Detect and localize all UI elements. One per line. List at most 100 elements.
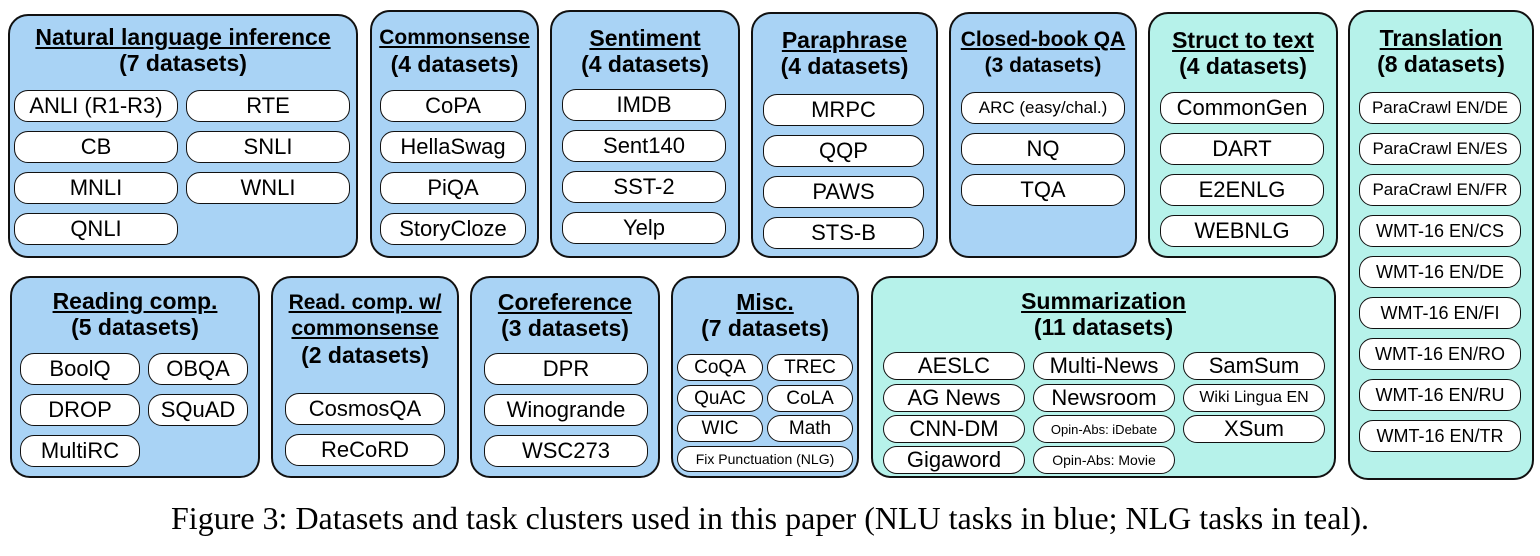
dataset-pill: CoPA <box>380 90 526 122</box>
cluster-title: Sentiment <box>589 25 701 51</box>
dataset-pill: HellaSwag <box>380 131 526 163</box>
dataset-pill: WSC273 <box>484 435 648 467</box>
dataset-pill: SamSum <box>1183 352 1325 380</box>
dataset-pill: SST-2 <box>562 171 726 203</box>
dataset-pill: TREC <box>767 354 853 381</box>
cluster-count: (7 datasets) <box>119 50 247 76</box>
dataset-pill: Wiki Lingua EN <box>1183 384 1325 412</box>
cluster-count: (4 datasets) <box>780 53 909 79</box>
dataset-pill: TQA <box>961 174 1125 206</box>
cluster-struct-to-text: Struct to text (4 datasets) CommonGen DA… <box>1148 12 1338 258</box>
cluster-misc: Misc. (7 datasets) CoQA TREC QuAC CoLA W… <box>671 276 859 478</box>
dataset-pill: AESLC <box>883 352 1025 380</box>
cluster-translation: Translation (8 datasets) ParaCrawl EN/DE… <box>1348 10 1534 480</box>
dataset-pill: WEBNLG <box>1160 215 1324 247</box>
dataset-pill: ANLI (R1-R3) <box>14 90 178 122</box>
cluster-count: (11 datasets) <box>1033 314 1174 340</box>
dataset-pill: WMT-16 EN/CS <box>1359 215 1521 247</box>
cluster-title: Misc. <box>736 289 794 315</box>
dataset-pill: OBQA <box>148 353 248 385</box>
dataset-pill: CNN-DM <box>883 415 1025 443</box>
cluster-title: Read. comp. w/ commonsense <box>288 291 442 340</box>
dataset-pill: AG News <box>883 384 1025 412</box>
dataset-pill: QNLI <box>14 213 178 245</box>
dataset-pill: XSum <box>1183 415 1325 443</box>
figure-caption: Figure 3: Datasets and task clusters use… <box>171 500 1369 536</box>
dataset-pill: BoolQ <box>20 353 140 385</box>
cluster-read-comp-commonsense: Read. comp. w/ commonsense (2 datasets) … <box>271 276 459 478</box>
dataset-pill: ParaCrawl EN/DE <box>1359 92 1521 124</box>
cluster-closed-book-qa: Closed-book QA (3 datasets) ARC (easy/ch… <box>949 12 1137 258</box>
dataset-pill: WMT-16 EN/TR <box>1359 420 1521 452</box>
dataset-pill: STS-B <box>763 217 924 249</box>
cluster-count: (2 datasets) <box>301 342 429 368</box>
dataset-pill: ARC (easy/chal.) <box>961 92 1125 124</box>
cluster-paraphrase: Paraphrase (4 datasets) MRPC QQP PAWS ST… <box>751 12 938 258</box>
dataset-pill: Multi-News <box>1033 352 1175 380</box>
dataset-pill: PiQA <box>380 172 526 204</box>
cluster-sentiment: Sentiment (4 datasets) IMDB Sent140 SST-… <box>550 10 740 258</box>
dataset-pill: CommonGen <box>1160 92 1324 124</box>
dataset-pill: IMDB <box>562 89 726 121</box>
dataset-pill: DPR <box>484 353 648 385</box>
dataset-pill: SQuAD <box>148 394 248 426</box>
cluster-coreference: Coreference (3 datasets) DPR Winogrande … <box>470 276 660 478</box>
cluster-title: Reading comp. <box>52 288 218 314</box>
cluster-count: (8 datasets) <box>1377 51 1505 77</box>
dataset-pill: Winogrande <box>484 394 648 426</box>
dataset-pill: Opin-Abs: Movie <box>1033 446 1175 474</box>
dataset-pill: MRPC <box>763 94 924 126</box>
cluster-title: Commonsense <box>379 26 530 49</box>
dataset-pill: Fix Punctuation (NLG) <box>677 446 853 472</box>
dataset-pill: MNLI <box>14 172 178 204</box>
dataset-pill: ParaCrawl EN/FR <box>1359 174 1521 206</box>
dataset-pill: Sent140 <box>562 130 726 162</box>
dataset-pill: Yelp <box>562 212 726 244</box>
dataset-pill: E2ENLG <box>1160 174 1324 206</box>
dataset-pill: WIC <box>677 415 763 442</box>
cluster-count: (3 datasets) <box>984 54 1102 77</box>
dataset-pill: RTE <box>186 90 350 122</box>
dataset-pill: Math <box>767 415 853 442</box>
dataset-pill: CoLA <box>767 385 853 412</box>
cluster-title: Closed-book QA <box>960 28 1126 51</box>
cluster-title: Translation <box>1379 25 1503 51</box>
cluster-title: Struct to text <box>1172 27 1314 53</box>
dataset-pill: Opin-Abs: iDebate <box>1033 415 1175 443</box>
dataset-pill: CosmosQA <box>285 393 445 425</box>
cluster-title: Coreference <box>497 289 633 315</box>
cluster-summarization: Summarization (11 datasets) AESLC Multi-… <box>871 276 1336 478</box>
dataset-pill: ParaCrawl EN/ES <box>1359 133 1521 165</box>
dataset-pill: QuAC <box>677 385 763 412</box>
dataset-pill: CoQA <box>677 354 763 381</box>
cluster-count: (4 datasets) <box>390 51 519 77</box>
cluster-count: (4 datasets) <box>1179 53 1307 79</box>
cluster-nli: Natural language inference (7 datasets) … <box>8 14 358 258</box>
dataset-pill: PAWS <box>763 176 924 208</box>
dataset-pill: WMT-16 EN/RO <box>1359 338 1521 370</box>
dataset-pill: Newsroom <box>1033 384 1175 412</box>
cluster-title: Natural language inference <box>35 24 331 50</box>
dataset-pill: MultiRC <box>20 435 140 467</box>
cluster-title: Paraphrase <box>781 27 908 53</box>
dataset-pill: CB <box>14 131 178 163</box>
cluster-title: Summarization <box>1021 288 1186 314</box>
dataset-pill: DROP <box>20 394 140 426</box>
cluster-count: (5 datasets) <box>71 314 199 340</box>
dataset-pill: DART <box>1160 133 1324 165</box>
cluster-reading-comp: Reading comp. (5 datasets) BoolQ OBQA DR… <box>10 276 260 478</box>
dataset-pill: QQP <box>763 135 924 167</box>
dataset-pill: NQ <box>961 133 1125 165</box>
dataset-pill: WMT-16 EN/DE <box>1359 256 1521 288</box>
cluster-count: (3 datasets) <box>501 315 629 341</box>
dataset-pill: WNLI <box>186 172 350 204</box>
cluster-count: (4 datasets) <box>581 51 709 77</box>
cluster-commonsense: Commonsense (4 datasets) CoPA HellaSwag … <box>370 10 539 258</box>
dataset-pill: WMT-16 EN/RU <box>1359 379 1521 411</box>
dataset-pill: Gigaword <box>883 446 1025 474</box>
dataset-pill: SNLI <box>186 131 350 163</box>
dataset-pill: ReCoRD <box>285 434 445 466</box>
dataset-pill: StoryCloze <box>380 213 526 245</box>
dataset-pill: WMT-16 EN/FI <box>1359 297 1521 329</box>
cluster-count: (7 datasets) <box>701 315 829 341</box>
